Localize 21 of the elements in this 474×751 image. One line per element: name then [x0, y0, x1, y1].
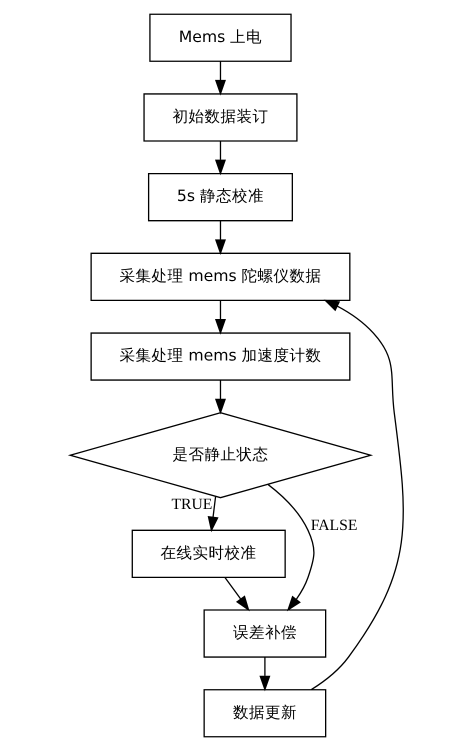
node-box: Mems 上电 — [149, 14, 292, 62]
arrow — [214, 141, 226, 176]
arrow — [214, 300, 226, 335]
node-diamond: 是否静止状态 — [68, 412, 374, 498]
arrow — [208, 496, 219, 532]
node-box: 采集处理 mems 加速度计数 — [90, 332, 350, 381]
edge-label: TRUE — [172, 496, 212, 514]
node-box: 误差补偿 — [204, 609, 326, 658]
arrow — [268, 484, 315, 612]
node-box: 数据更新 — [204, 689, 326, 738]
arrow — [224, 577, 250, 612]
node-box: 在线实时校准 — [132, 530, 286, 578]
node-box: 5s 静态校准 — [148, 172, 293, 222]
arrow — [259, 657, 270, 692]
edge-label: FALSE — [310, 517, 358, 534]
arrow — [214, 220, 226, 256]
arrow — [214, 380, 226, 414]
node-box: 初始数据装订 — [143, 93, 298, 142]
arrow — [214, 61, 226, 96]
arrow — [311, 300, 404, 690]
node-box: 采集处理 mems 陀螺仪数据 — [90, 252, 350, 302]
